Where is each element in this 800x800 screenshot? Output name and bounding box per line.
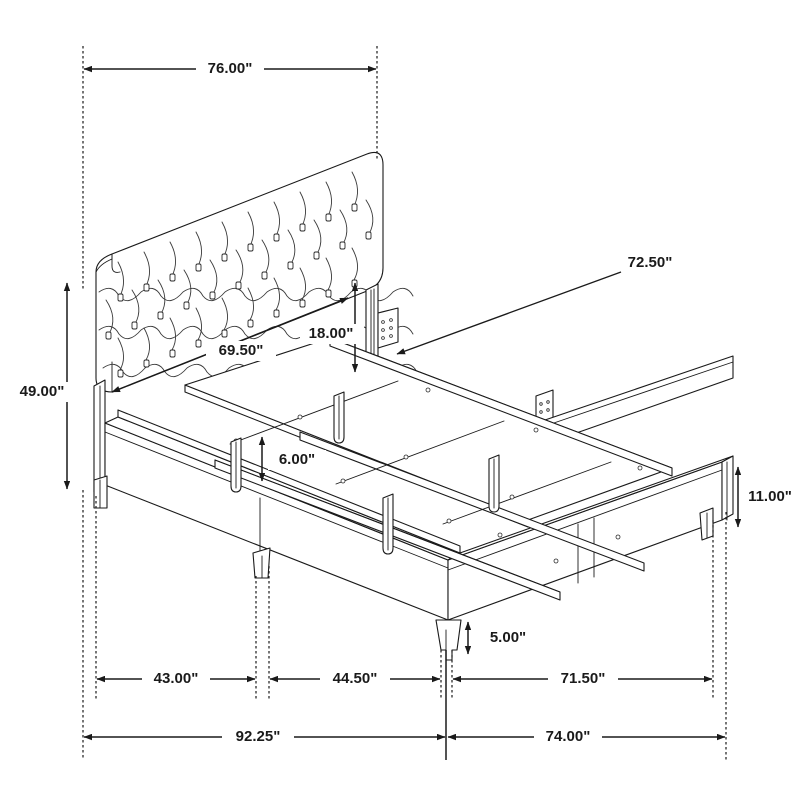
rail-bracket — [377, 307, 399, 349]
dim-49: 49.00" — [12, 282, 74, 490]
dim-label-5: 5.00" — [490, 629, 526, 646]
dim-label-44-50: 44.50" — [333, 670, 378, 687]
corner-leg-right — [699, 507, 714, 541]
headboard-post-left — [93, 379, 106, 493]
dim-label-76: 76.00" — [208, 60, 253, 77]
dim-label-43: 43.00" — [154, 670, 199, 687]
dim-69-50: 69.50" — [111, 297, 349, 393]
dim-label-74: 74.00" — [546, 728, 591, 745]
dim-92-25: 92.25" — [83, 727, 446, 747]
bottom-extension-lines — [82, 490, 727, 760]
dim-74: 74.00" — [447, 727, 726, 747]
dim-6: 6.00" — [258, 436, 326, 482]
dim-44-50: 44.50" — [269, 669, 441, 689]
dim-71-50: 71.50" — [452, 669, 713, 689]
corner-leg-front — [435, 619, 462, 661]
dim-label-72-50: 72.50" — [628, 254, 673, 271]
dim-43: 43.00" — [96, 669, 256, 689]
corner-leg-left — [252, 547, 271, 579]
dim-18: 18.00" — [300, 282, 364, 373]
dim-label-18: 18.00" — [309, 325, 354, 342]
corner-leg-head-left — [93, 475, 108, 509]
right-end-post — [721, 455, 734, 521]
center-support-leg — [230, 391, 500, 555]
dim-76: 76.00" — [82, 46, 378, 290]
dim-5: 5.00" — [464, 621, 526, 655]
dim-label-92-25: 92.25" — [236, 728, 281, 745]
dim-label-49: 49.00" — [20, 383, 65, 400]
dim-label-71-50: 71.50" — [561, 670, 606, 687]
dim-label-6: 6.00" — [279, 451, 315, 468]
dim-label-11: 11.00" — [748, 488, 792, 505]
dim-72-50: 72.50" — [396, 254, 673, 355]
dim-11: 11.00" — [734, 466, 792, 528]
dim-label-69-50: 69.50" — [219, 342, 264, 359]
